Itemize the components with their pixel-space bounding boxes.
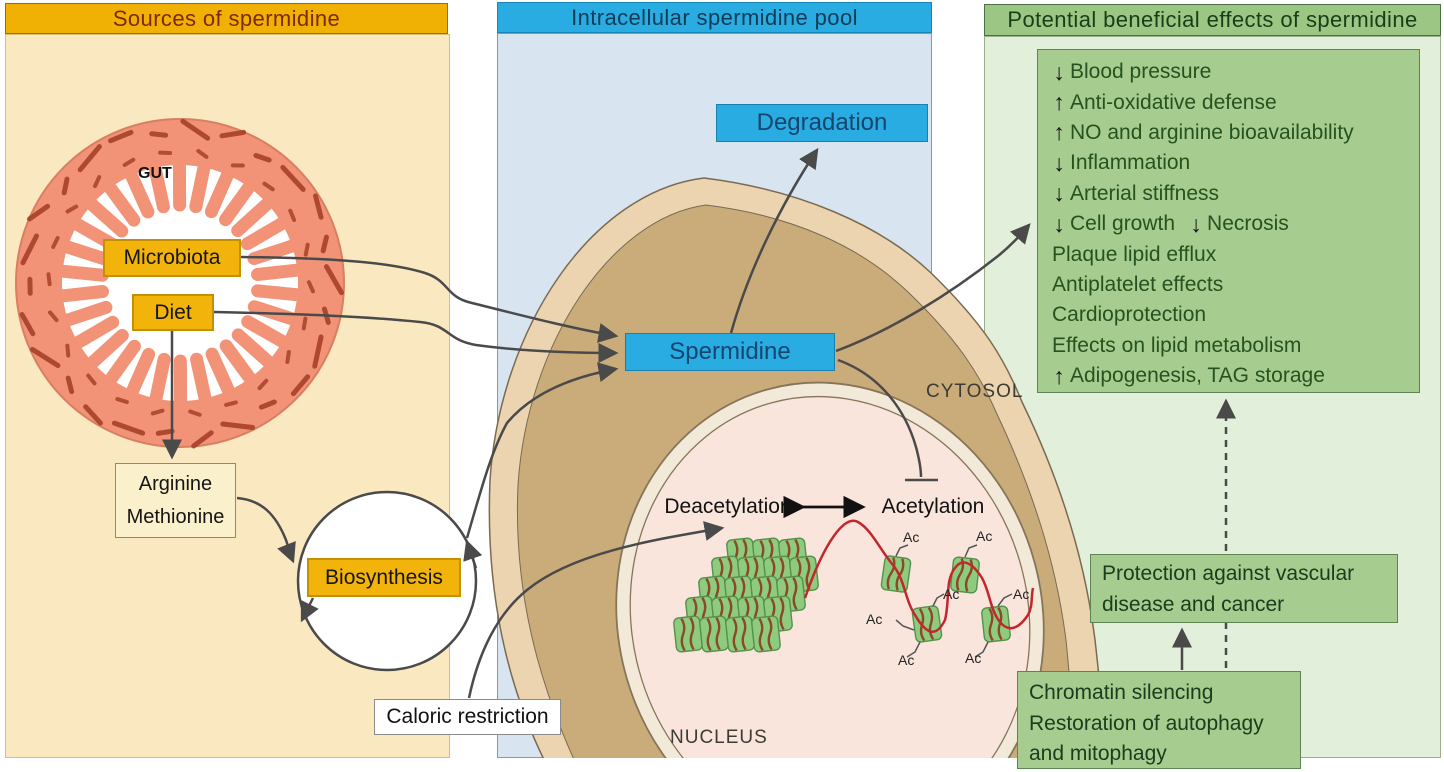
effect-item: Plaque lipid efflux (1048, 239, 1419, 269)
microbiota-node: Microbiota (103, 239, 241, 277)
arrow-microbiota-spermidine (240, 255, 619, 343)
effect-text: Antiplatelet effects (1052, 272, 1224, 296)
acetyl-group-label: Ac (1013, 586, 1030, 602)
down-arrow-icon: ↓ (1053, 58, 1065, 85)
effects-panel-title: Potential beneficial effects of spermidi… (1007, 7, 1418, 32)
acetyl-group-label: Ac (943, 586, 960, 602)
nucleus-label: NUCLEUS (670, 727, 768, 748)
up-arrow-icon: ↑ (1053, 119, 1065, 146)
connector-arrows (162, 147, 1236, 699)
spermidine-node: Spermidine (625, 333, 835, 371)
inhibition-spermidine-acetylation (837, 358, 923, 478)
effect-text: Arterial stiffness (1070, 181, 1219, 205)
effect-text: Inflammation (1070, 151, 1191, 175)
acetyl-group-label: Ac (965, 650, 982, 666)
nucleus-illustration (615, 381, 1045, 772)
pool-panel-header: Intracellular spermidine pool (497, 2, 932, 33)
arrow-diet-spermidine (213, 310, 619, 363)
effect-text: Blood pressure (1070, 60, 1212, 84)
methionine-label: Methionine (126, 505, 225, 528)
arrow-biosynthesis-spermidine (465, 362, 619, 539)
cell-illustration (488, 177, 1105, 772)
gut-label: GUT (138, 165, 172, 182)
deacetylation-label: Deacetylation (664, 495, 792, 518)
down-arrow-icon: ↓ (1053, 180, 1065, 207)
effect-item: ↓Inflammation (1048, 148, 1419, 178)
microbiota-label: Microbiota (123, 246, 221, 269)
protection-line-1: Protection against vascular (1102, 562, 1355, 585)
effect-item: ↑Adipogenesis, TAG storage (1048, 361, 1419, 391)
caloric-restriction-label: Caloric restriction (386, 705, 549, 728)
cytosol-label: CYTOSOL (926, 381, 1024, 402)
arrow-aminoacids-biosynthesis (236, 496, 296, 564)
beneficial-effects-list: ↓Blood pressure↑Anti-oxidative defense↑N… (1037, 49, 1420, 393)
effect-item: ↓Blood pressure (1048, 57, 1419, 87)
effect-item: Cardioprotection (1048, 300, 1419, 330)
caloric-restriction-node: Caloric restriction (374, 699, 561, 735)
effect-item: Antiplatelet effects (1048, 270, 1419, 300)
up-arrow-icon: ↑ (1053, 89, 1065, 116)
up-arrow-icon: ↑ (1053, 362, 1065, 389)
chromatin-illustration (673, 537, 1011, 653)
arginine-methionine-node: Arginine Methionine (115, 463, 236, 538)
arrow-spermidine-degradation (729, 147, 819, 334)
protection-outcome-box: Protection against vascular disease and … (1090, 554, 1398, 623)
effect-item: ↓Arterial stiffness (1048, 179, 1419, 209)
cycle-arrowhead-bottom (300, 597, 319, 623)
diet-label: Diet (154, 300, 192, 324)
sources-panel-title: Sources of spermidine (112, 5, 341, 31)
effect-text: Cardioprotection (1052, 303, 1207, 327)
degradation-label: Degradation (756, 109, 888, 136)
effect-text: Plaque lipid efflux (1052, 242, 1217, 266)
diet-node: Diet (132, 294, 214, 331)
effect-text: Effects on lipid metabolism (1052, 333, 1302, 357)
chromatin-line-3: and mitophagy (1029, 742, 1167, 765)
chromatin-outcome-box: Chromatin silencing Restoration of autop… (1017, 671, 1301, 769)
effect-text: Anti-oxidative defense (1070, 90, 1277, 114)
protection-line-2: disease and cancer (1102, 593, 1285, 616)
dna-strand (803, 519, 1035, 633)
down-arrow-icon: ↓ (1190, 210, 1202, 237)
down-arrow-icon: ↓ (1053, 210, 1065, 237)
ac-connectors (895, 544, 1013, 658)
acetyl-group-label: Ac (898, 652, 915, 668)
effect-item: ↓Cell growth↓Necrosis (1048, 209, 1419, 239)
effect-text: Necrosis (1207, 212, 1289, 236)
arginine-label: Arginine (138, 472, 213, 495)
down-arrow-icon: ↓ (1053, 149, 1065, 176)
gut-illustration (15, 118, 345, 449)
acetylation-label: Acetylation (881, 495, 985, 518)
chromatin-line-2: Restoration of autophagy (1029, 711, 1264, 735)
effect-item: Effects on lipid metabolism (1048, 331, 1419, 361)
effect-text: Cell growth (1070, 212, 1176, 236)
effect-text: NO and arginine bioavailability (1070, 120, 1354, 144)
pool-panel-title: Intracellular spermidine pool (571, 4, 858, 30)
effects-panel-header: Potential beneficial effects of spermidi… (984, 4, 1441, 36)
sources-panel-header: Sources of spermidine (5, 3, 448, 34)
acetyl-group-label: Ac (866, 611, 883, 627)
arrow-spermidine-effects (835, 223, 1031, 353)
effect-text: Adipogenesis, TAG storage (1070, 364, 1325, 388)
effect-item: ↑NO and arginine bioavailability (1048, 118, 1419, 148)
acetyl-group-label: Ac (903, 529, 920, 545)
acetyl-group-label: Ac (976, 528, 993, 544)
spermidine-label: Spermidine (669, 338, 791, 365)
biosynthesis-node: Biosynthesis (307, 558, 461, 597)
degradation-node: Degradation (716, 104, 928, 142)
effect-item: ↑Anti-oxidative defense (1048, 87, 1419, 117)
biosynthesis-label: Biosynthesis (325, 565, 443, 589)
cycle-arrowhead-top (463, 539, 483, 569)
arrow-caloric-deacetylation (467, 521, 725, 699)
chromatin-line-1: Chromatin silencing (1029, 681, 1214, 704)
